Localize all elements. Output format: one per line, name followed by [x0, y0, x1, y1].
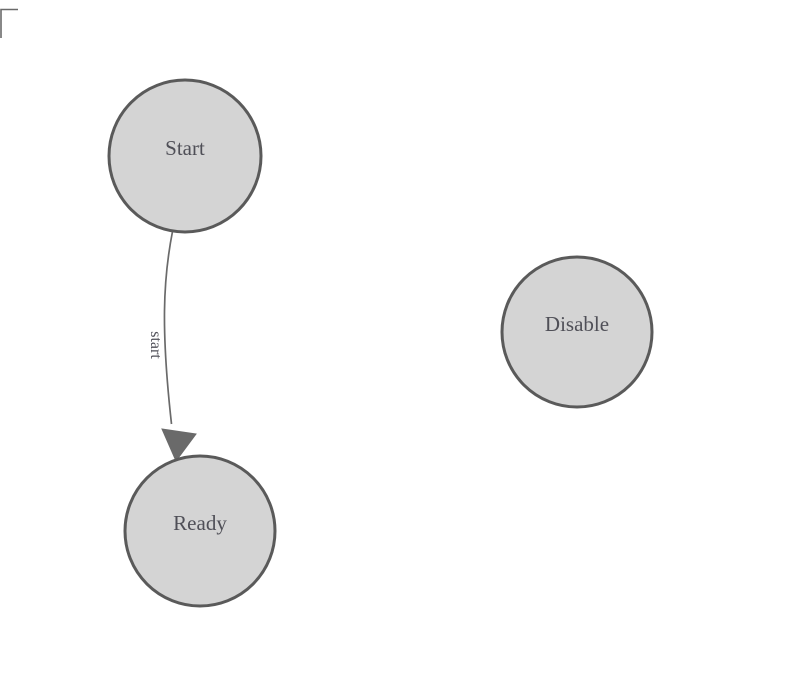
node-ready-shape	[123, 454, 277, 608]
node-start-label: Start	[165, 136, 205, 160]
node-start-shape	[107, 78, 263, 234]
edge-label-start: start	[147, 331, 164, 359]
node-disable-label: Disable	[545, 312, 609, 336]
canvas-corner-mark	[0, 8, 18, 38]
edge-line	[163, 231, 174, 425]
node-disable-shape	[500, 255, 654, 409]
edge-start-to-ready[interactable]: start	[147, 231, 197, 462]
node-disable[interactable]: Disable	[500, 255, 654, 409]
node-ready[interactable]: Ready	[123, 454, 277, 608]
edge-arrowhead-icon	[161, 428, 197, 462]
node-ready-label: Ready	[173, 511, 227, 535]
node-start[interactable]: Start	[107, 78, 263, 234]
